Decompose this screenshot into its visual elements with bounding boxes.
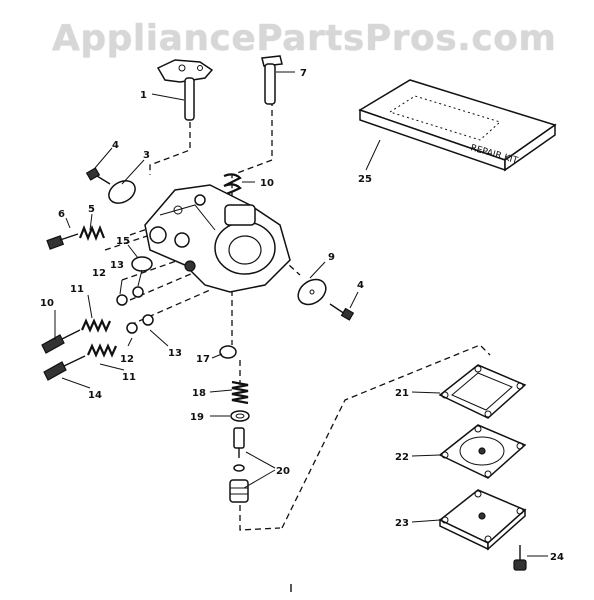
part-high-speed-needle (41, 318, 112, 354)
callout-10: 10 (40, 298, 54, 309)
callout-6: 6 (58, 209, 65, 220)
part-plug (219, 345, 237, 359)
callout-9: 9 (328, 252, 335, 263)
part-gasket (438, 364, 527, 419)
part-inlet-washer (230, 410, 250, 422)
callout-15: 15 (116, 236, 130, 247)
callouts: 1 7 4 3 10 25 6 5 15 13 12 11 10 9 4 12 … (40, 68, 564, 563)
callout-3: 3 (143, 150, 150, 161)
callout-12b: 12 (120, 354, 134, 365)
callout-13a: 13 (110, 260, 124, 271)
callout-4a: 4 (112, 140, 119, 151)
callout-25: 25 (358, 174, 372, 185)
part-low-speed-needle (43, 343, 118, 381)
alignment-lines (104, 100, 491, 531)
part-choke-plate (297, 278, 327, 306)
callout-17: 17 (196, 354, 210, 365)
callout-4b: 4 (357, 280, 364, 291)
callout-12a: 12 (92, 268, 106, 279)
callout-20: 20 (276, 466, 290, 477)
part-carburetor-body (144, 184, 291, 293)
part-throttle-plate (108, 180, 136, 204)
part-idle-spring (78, 225, 106, 241)
part-screw-top (85, 167, 111, 185)
part-diaphragm (438, 424, 527, 479)
callout-7: 7 (300, 68, 307, 79)
callout-23: 23 (395, 518, 409, 529)
callout-1: 1 (140, 90, 147, 101)
part-needle-seat (229, 427, 249, 503)
callout-21: 21 (395, 388, 409, 399)
callout-11b: 11 (122, 372, 136, 383)
part-welch-plug (131, 256, 153, 272)
callout-5: 5 (88, 204, 95, 215)
part-idle-screw (46, 233, 79, 250)
part-washers (116, 286, 154, 334)
part-choke-shaft (261, 55, 283, 105)
part-spring-clip (223, 173, 242, 196)
part-cover (438, 489, 527, 551)
leader-lines (54, 71, 548, 557)
part-repair-kit: REPAIR KIT (358, 79, 557, 172)
part-cover-screw (513, 545, 527, 571)
callout-18: 18 (192, 388, 206, 399)
part-throttle-shaft (156, 59, 214, 121)
part-inlet-spring (231, 380, 249, 405)
callout-14: 14 (88, 390, 102, 401)
part-screw-right (329, 303, 355, 321)
callout-24: 24 (550, 552, 564, 563)
callout-11a: 11 (70, 284, 84, 295)
callout-19: 19 (190, 412, 204, 423)
callout-8: 10 (260, 178, 274, 189)
callout-13b: 13 (168, 348, 182, 359)
watermark: AppliancePartsPros.com (52, 18, 557, 59)
callout-22: 22 (395, 452, 409, 463)
